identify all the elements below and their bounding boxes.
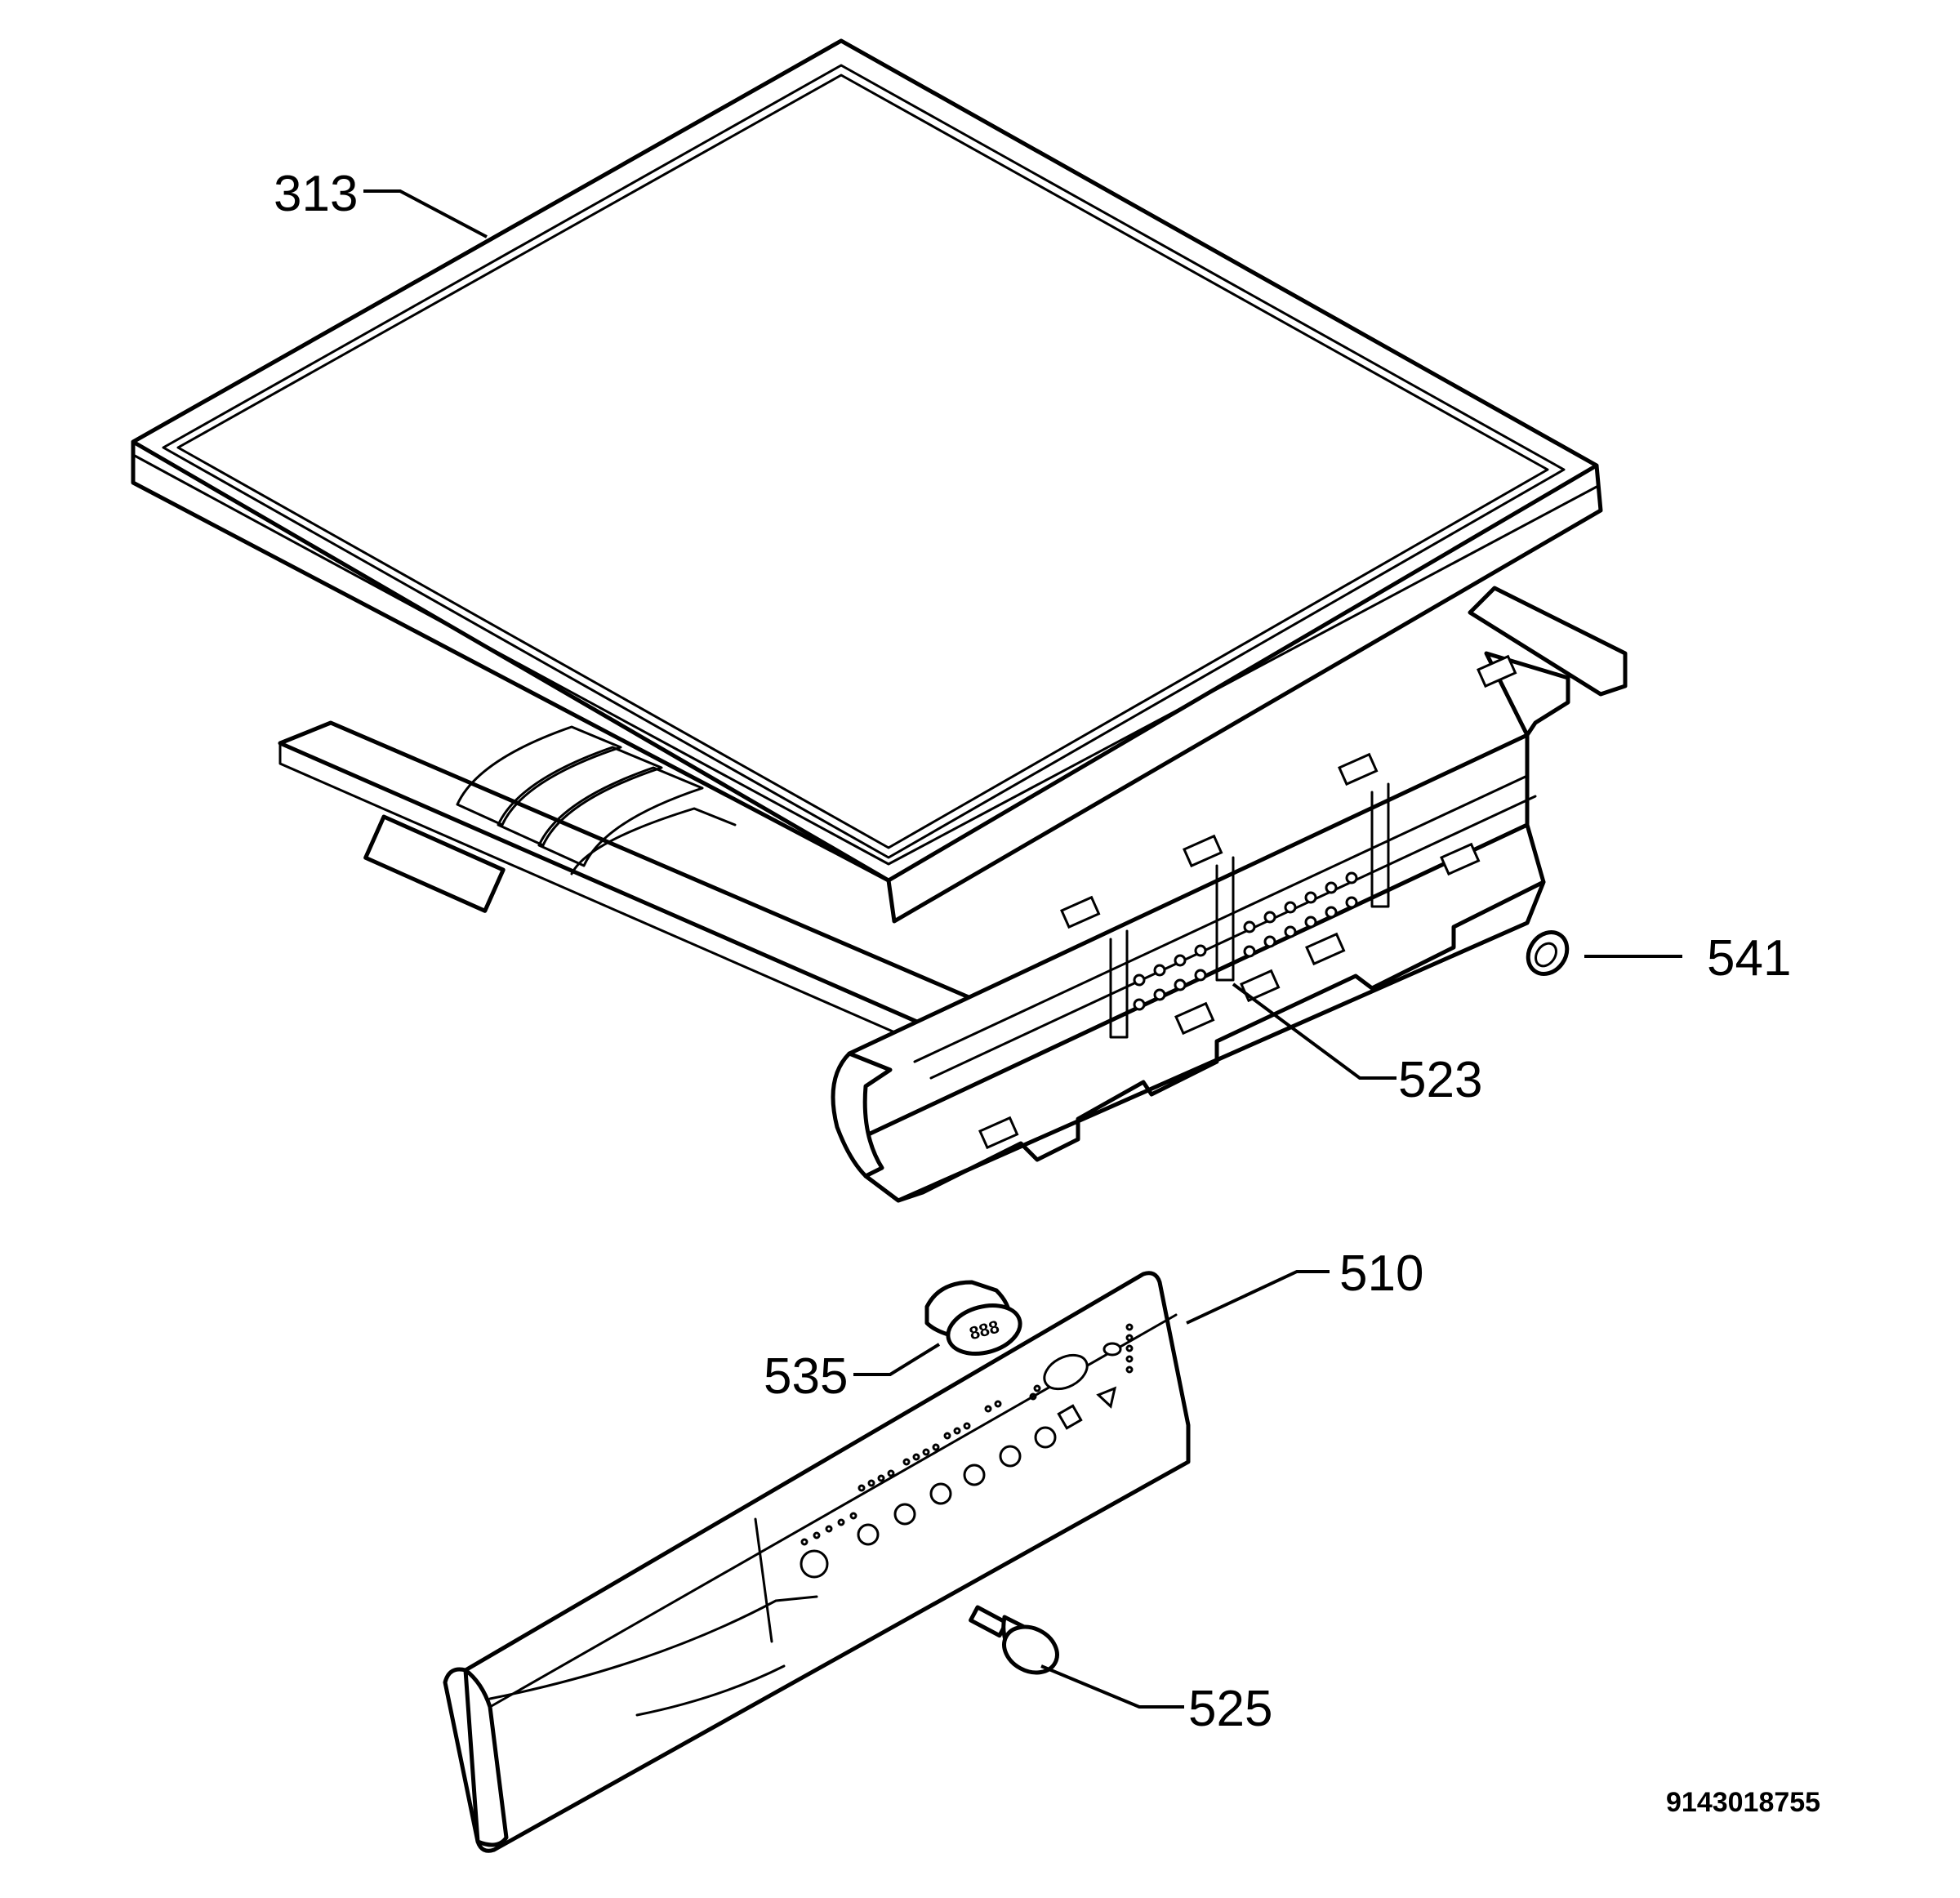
leader-525 — [1040, 1664, 1184, 1709]
worktop-lid — [131, 38, 1603, 924]
leader-523 — [1232, 982, 1396, 1080]
callout-525: 525 — [1188, 1681, 1272, 1737]
leader-lines — [363, 189, 1682, 1709]
push-button-knob — [969, 1605, 1059, 1675]
frame-hole-grid — [1133, 871, 1358, 1011]
leader-510 — [1186, 1270, 1330, 1325]
callout-523: 523 — [1398, 1052, 1482, 1108]
document-number: 9143018755 — [1666, 1787, 1820, 1818]
callout-510: 510 — [1339, 1245, 1423, 1302]
grommet-ring — [1526, 930, 1570, 976]
leader-535 — [853, 1343, 941, 1376]
display-lens: 888 — [924, 1280, 1022, 1356]
control-panel-fascia — [443, 1271, 1191, 1853]
control-panel-frame — [278, 586, 1628, 1203]
callout-labels: 313 541 523 510 535 525 — [274, 166, 1791, 1737]
callout-535: 535 — [764, 1348, 848, 1405]
leader-313 — [363, 189, 488, 238]
callout-541: 541 — [1707, 930, 1791, 987]
callout-313: 313 — [274, 166, 358, 222]
